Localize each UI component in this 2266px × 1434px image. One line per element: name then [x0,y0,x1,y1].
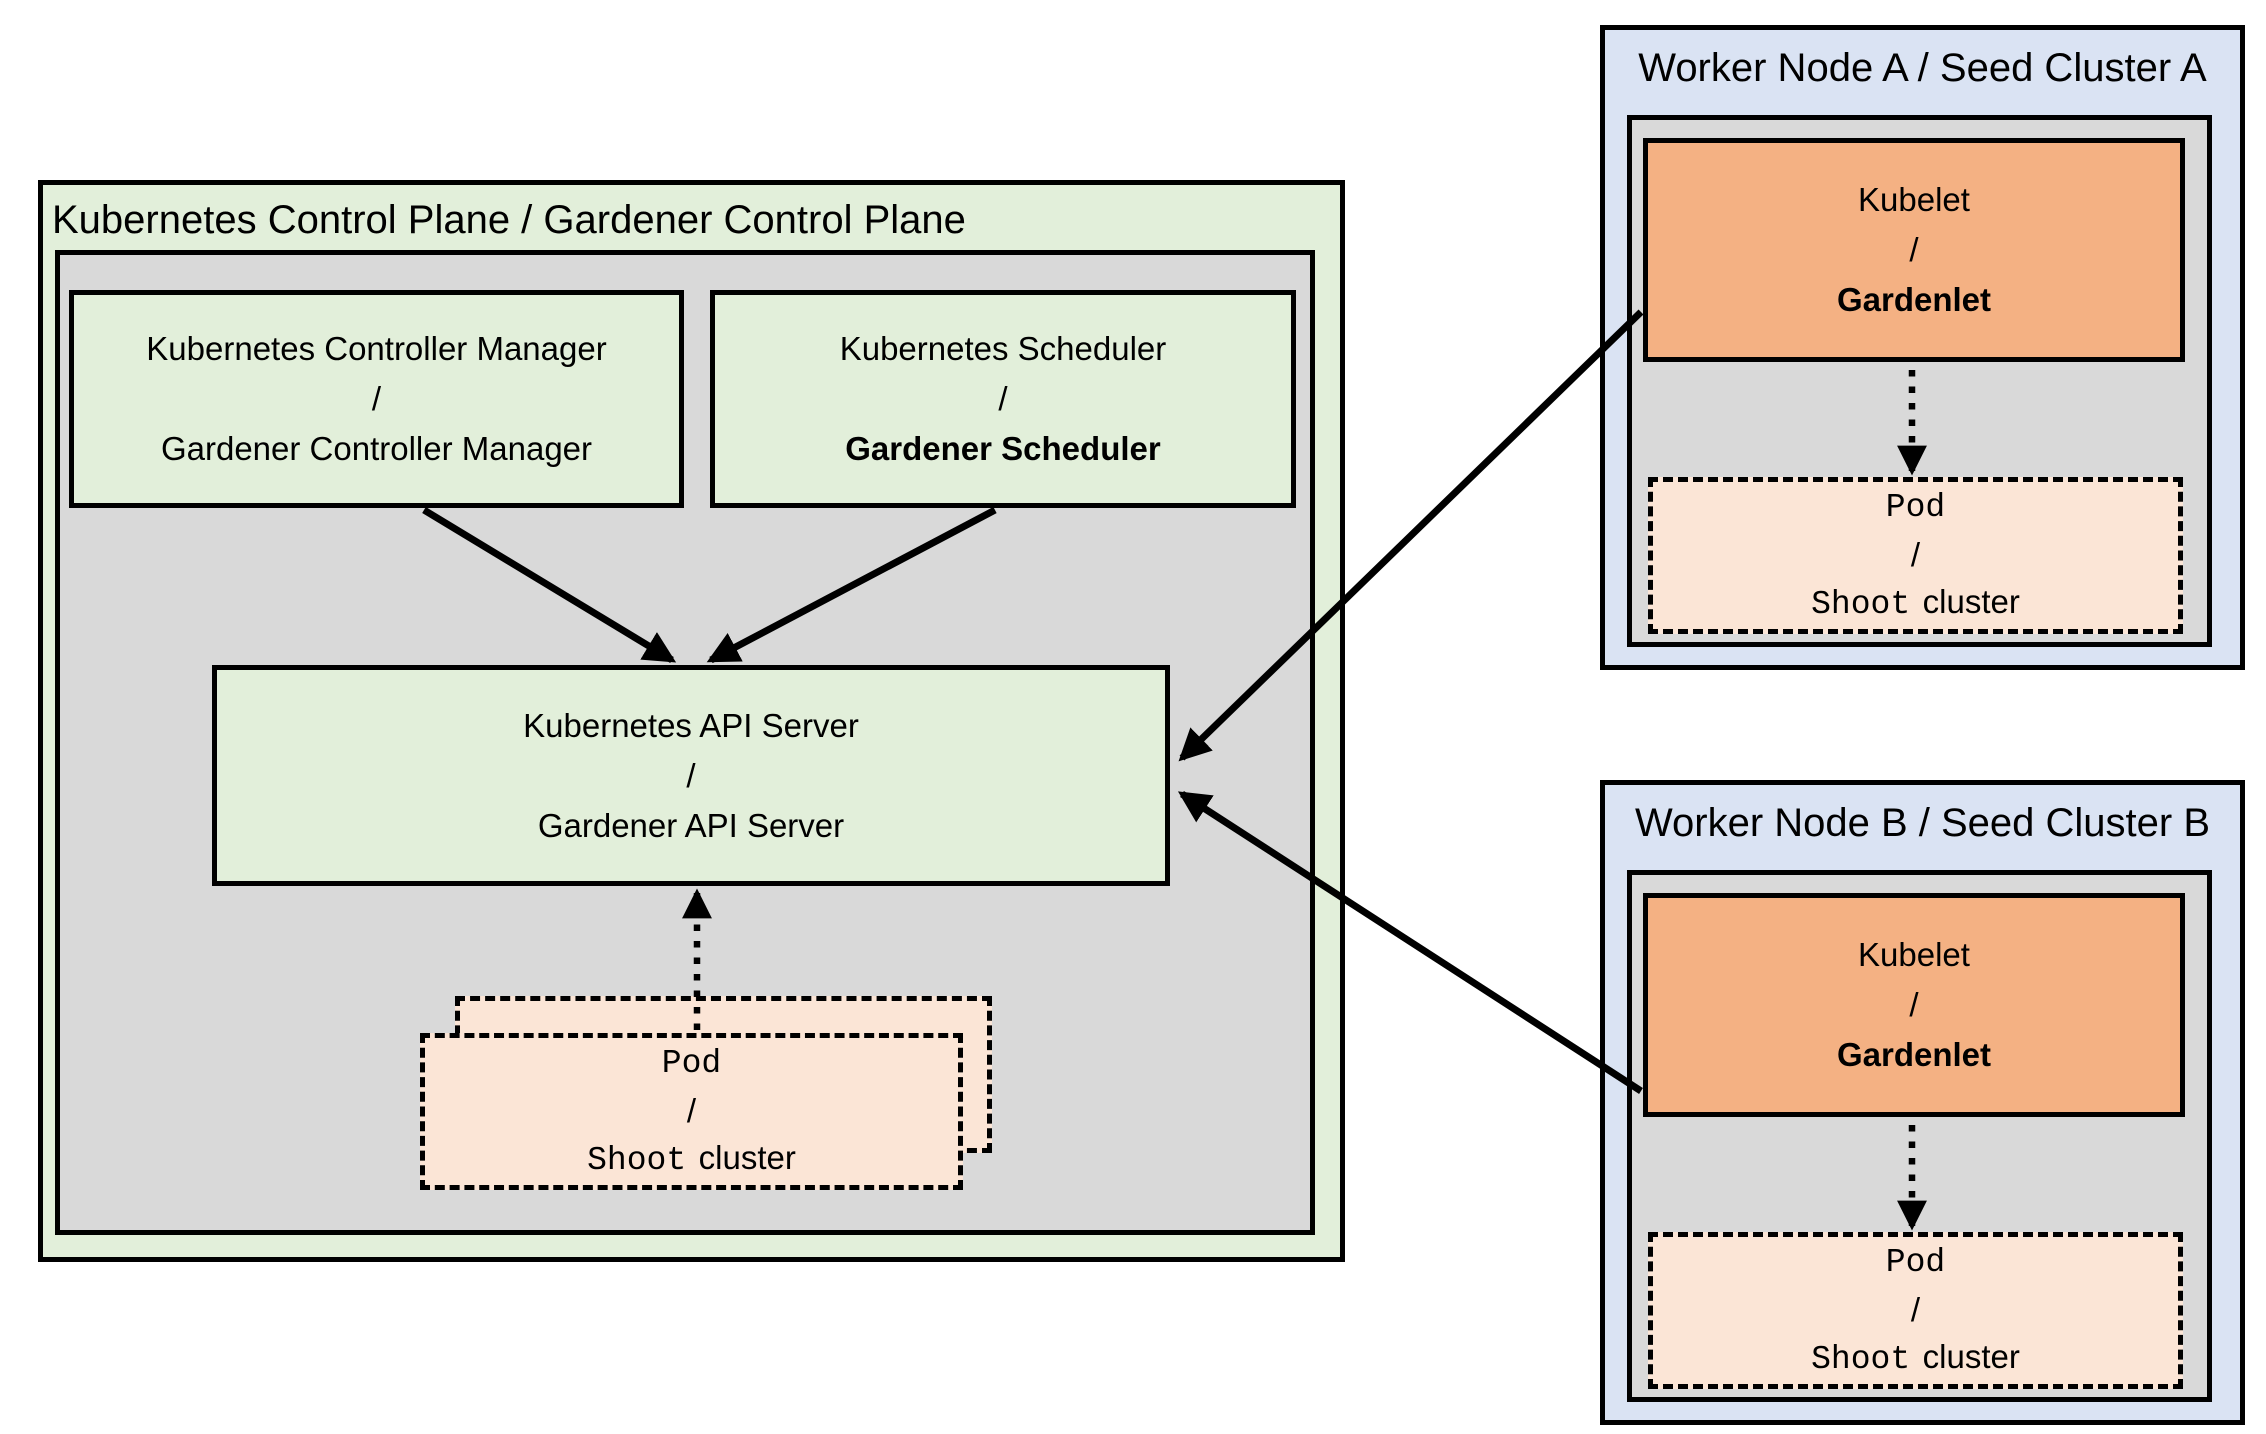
pod-b-line2: Shoot cluster [1811,1333,2020,1383]
scheduler-slash: / [998,380,1008,417]
pod-slash: / [686,1091,697,1129]
controller-manager-slash: / [371,380,382,417]
pod-a-line2-shoot: Shoot [1811,585,1911,623]
api-server-line1: Kubernetes API Server [523,706,859,744]
scheduler-line1: Kubernetes Scheduler [839,330,1167,367]
kubelet-b-line2: Gardenlet [1836,1036,1992,1073]
worker-node-a-title: Worker Node A / Seed Cluster A [1638,46,2207,90]
pod-a-slash: / [1910,535,1921,573]
pod-line2-shoot: Shoot [587,1141,687,1179]
api-server-line2: Gardener API Server [537,806,845,844]
pod-a-line2-cluster: cluster [1922,582,2020,620]
kubelet-a-line1: Kubelet [1858,181,1970,218]
api-server-box: Kubernetes API Server / Gardener API Ser… [212,665,1170,886]
control-plane-title: Kubernetes Control Plane / Gardener Cont… [52,198,966,242]
kubelet-a-box: Kubelet / Gardenlet [1643,138,2185,362]
scheduler-box: Kubernetes Scheduler / Gardener Schedule… [710,290,1296,508]
pod-line2: Shoot cluster [587,1134,796,1184]
pod-shoot-box: Pod / Shoot cluster [420,1033,963,1190]
kubelet-a-line2: Gardenlet [1836,281,1992,318]
controller-manager-line2: Gardener Controller Manager [160,430,593,467]
worker-node-b-title: Worker Node B / Seed Cluster B [1634,801,2211,845]
kubelet-b-slash: / [1909,986,1919,1023]
kubelet-b-line1: Kubelet [1858,936,1970,973]
pod-b-line2-shoot: Shoot [1811,1340,1911,1378]
api-server-slash: / [686,756,696,794]
pod-shoot-a-box: Pod / Shoot cluster [1648,477,2183,634]
pod-line2-cluster: cluster [698,1138,796,1176]
pod-b-line2-cluster: cluster [1922,1337,2020,1375]
kubelet-a-slash: / [1909,231,1919,268]
controller-manager-box: Kubernetes Controller Manager / Gardener… [69,290,684,508]
pod-a-line1: Pod [1885,488,1946,526]
pod-line1: Pod [661,1044,722,1082]
pod-shoot-b-box: Pod / Shoot cluster [1648,1232,2183,1389]
pod-a-line2: Shoot cluster [1811,578,2020,628]
pod-b-slash: / [1910,1290,1921,1328]
pod-b-line1: Pod [1885,1243,1946,1281]
controller-manager-line1: Kubernetes Controller Manager [146,330,607,367]
scheduler-line2: Gardener Scheduler [845,430,1161,467]
kubelet-b-box: Kubelet / Gardenlet [1643,893,2185,1117]
